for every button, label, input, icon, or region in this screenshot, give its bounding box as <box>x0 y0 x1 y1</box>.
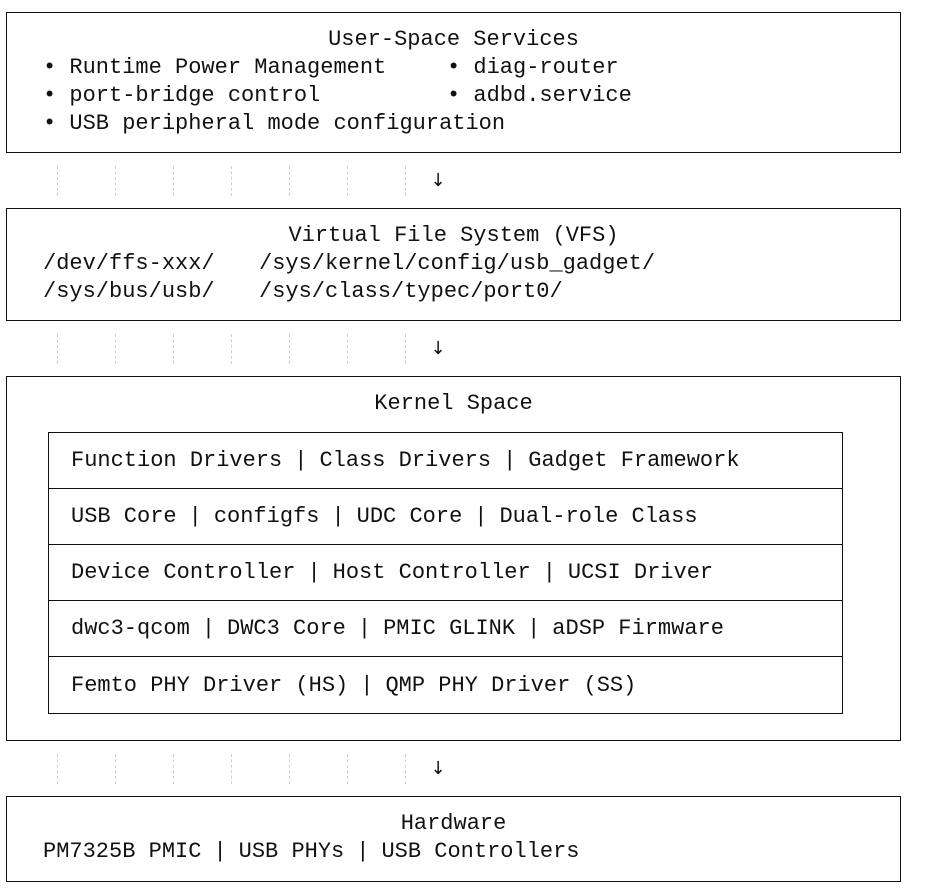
kernel-box: Kernel Space <box>6 376 901 741</box>
list-item: • Runtime Power Management <box>43 55 387 80</box>
list-item: • USB peripheral mode configuration <box>43 111 506 136</box>
table-row: USB Core|configfs|UDC Core|Dual-role Cla… <box>49 489 842 545</box>
list-item: • port-bridge control <box>43 83 321 108</box>
table-row: Device Controller|Host Controller|UCSI D… <box>49 545 842 601</box>
kernel-title: Kernel Space <box>374 391 533 416</box>
down-arrow-icon: ↓ <box>430 758 446 779</box>
hardware-title: Hardware <box>400 811 507 836</box>
vfs-path: /dev/ffs-xxx/ <box>43 251 215 276</box>
hardware-items: PM7325B PMIC|USB PHYs|USB Controllers <box>43 839 580 864</box>
userspace-box: User-Space Services • Runtime Power Mana… <box>6 12 901 153</box>
vfs-path: /sys/class/typec/port0/ <box>259 279 563 304</box>
table-row: Function Drivers|Class Drivers|Gadget Fr… <box>49 433 842 489</box>
kernel-layer-table: Function Drivers|Class Drivers|Gadget Fr… <box>48 432 843 714</box>
list-item: • adbd.service <box>447 83 632 108</box>
table-row: dwc3-qcom|DWC3 Core|PMIC GLINK|aDSP Firm… <box>49 601 842 657</box>
hardware-box: Hardware PM7325B PMIC|USB PHYs|USB Contr… <box>6 796 901 882</box>
table-row: Femto PHY Driver (HS)|QMP PHY Driver (SS… <box>71 672 637 698</box>
down-arrow-icon: ↓ <box>430 338 446 359</box>
down-arrow-icon: ↓ <box>430 170 446 191</box>
vfs-path: /sys/bus/usb/ <box>43 279 215 304</box>
userspace-title: User-Space Services <box>328 27 579 52</box>
vfs-box: Virtual File System (VFS) /dev/ffs-xxx/ … <box>6 208 901 321</box>
vfs-path: /sys/kernel/config/usb_gadget/ <box>259 251 656 276</box>
vfs-title: Virtual File System (VFS) <box>288 223 619 248</box>
list-item: • diag-router <box>447 55 619 80</box>
